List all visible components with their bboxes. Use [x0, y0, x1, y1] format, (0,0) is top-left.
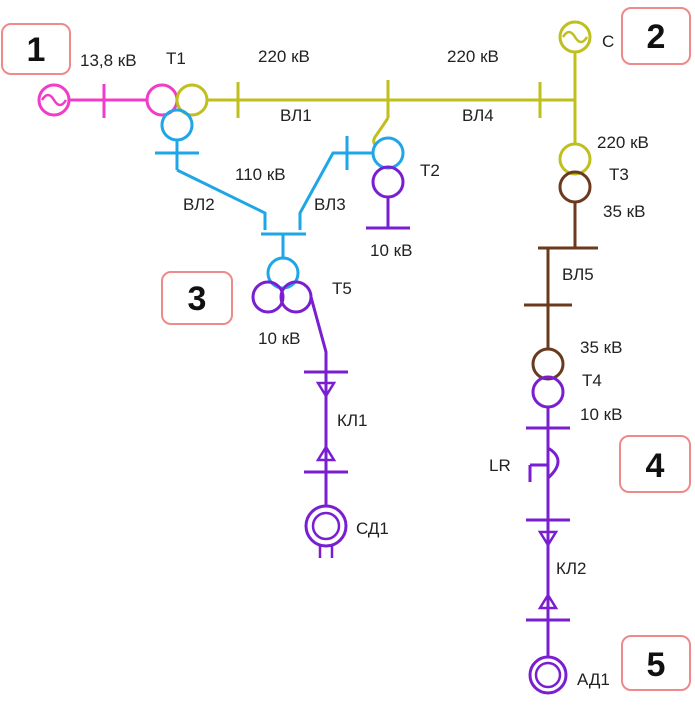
label-35kv-a: 35 кВ: [603, 202, 645, 221]
badge-5-text: 5: [647, 646, 666, 684]
label-vl2: ВЛ2: [183, 195, 215, 214]
label-13-8kv: 13,8 кВ: [80, 51, 137, 70]
label-10kv-c: 10 кВ: [580, 405, 622, 424]
label-220kv-c: 220 кВ: [597, 133, 649, 152]
t5-winding-10kv-a: [251, 280, 285, 314]
kl2-arrow-down-icon: [537, 530, 559, 548]
generator-1-icon: [37, 83, 71, 117]
kl2-arrow-up-icon: [537, 592, 559, 610]
badge-1: 1: [1, 23, 71, 75]
label-t4: Т4: [582, 371, 602, 390]
label-vl1: ВЛ1: [280, 106, 312, 125]
badge-2-text: 2: [647, 18, 666, 56]
line-vl3: [298, 151, 372, 230]
badge-4-text: 4: [646, 447, 665, 485]
label-10kv-a: 10 кВ: [370, 241, 412, 260]
label-lr: LR: [489, 456, 511, 475]
badge-4: 4: [619, 435, 691, 493]
kl1-arrow-down-icon: [315, 381, 337, 399]
label-vl5: ВЛ5: [562, 265, 594, 284]
label-vl3: ВЛ3: [314, 195, 346, 214]
label-t5: Т5: [332, 279, 352, 298]
badge-3: 3: [161, 271, 233, 325]
t4-winding-10kv: [531, 375, 565, 409]
feeder-t5-to-sd1: [309, 296, 328, 505]
badge-5: 5: [621, 635, 691, 691]
label-220kv-a: 220 кВ: [258, 47, 310, 66]
system-source-icon: [558, 20, 592, 54]
label-t1: Т1: [166, 49, 186, 68]
badge-1-text: 1: [27, 31, 46, 69]
t3-winding-35kv: [558, 170, 592, 204]
kl1-arrow-up-icon: [315, 444, 337, 462]
label-sd1: СД1: [356, 519, 389, 538]
t3-winding-220kv: [558, 142, 592, 176]
label-220kv-b: 220 кВ: [447, 47, 499, 66]
label-kl1: КЛ1: [337, 411, 368, 430]
label-kl2: КЛ2: [556, 559, 587, 578]
t1-winding-110kv: [160, 108, 194, 142]
label-t3: Т3: [609, 165, 629, 184]
async-motor-ad1-icon: [528, 655, 568, 695]
t2-winding-110kv: [371, 136, 405, 170]
label-10kv-b: 10 кВ: [258, 329, 300, 348]
reactor-lr-icon: [528, 446, 560, 482]
label-vl4: ВЛ4: [462, 106, 494, 125]
t4-winding-35kv: [531, 347, 565, 381]
badge-2: 2: [621, 7, 691, 65]
label-t2: Т2: [420, 161, 440, 180]
label-c: С: [602, 32, 614, 51]
label-35kv-b: 35 кВ: [580, 338, 622, 357]
t2-winding-10kv: [371, 165, 405, 199]
label-110kv: 110 кВ: [235, 165, 286, 184]
line-vl2: [176, 168, 267, 230]
sync-motor-sd1-icon: [304, 504, 348, 558]
badge-3-text: 3: [188, 280, 207, 318]
label-ad1: АД1: [577, 670, 610, 689]
tap-to-t2: [372, 117, 390, 148]
t5-winding-10kv-b: [279, 280, 313, 314]
